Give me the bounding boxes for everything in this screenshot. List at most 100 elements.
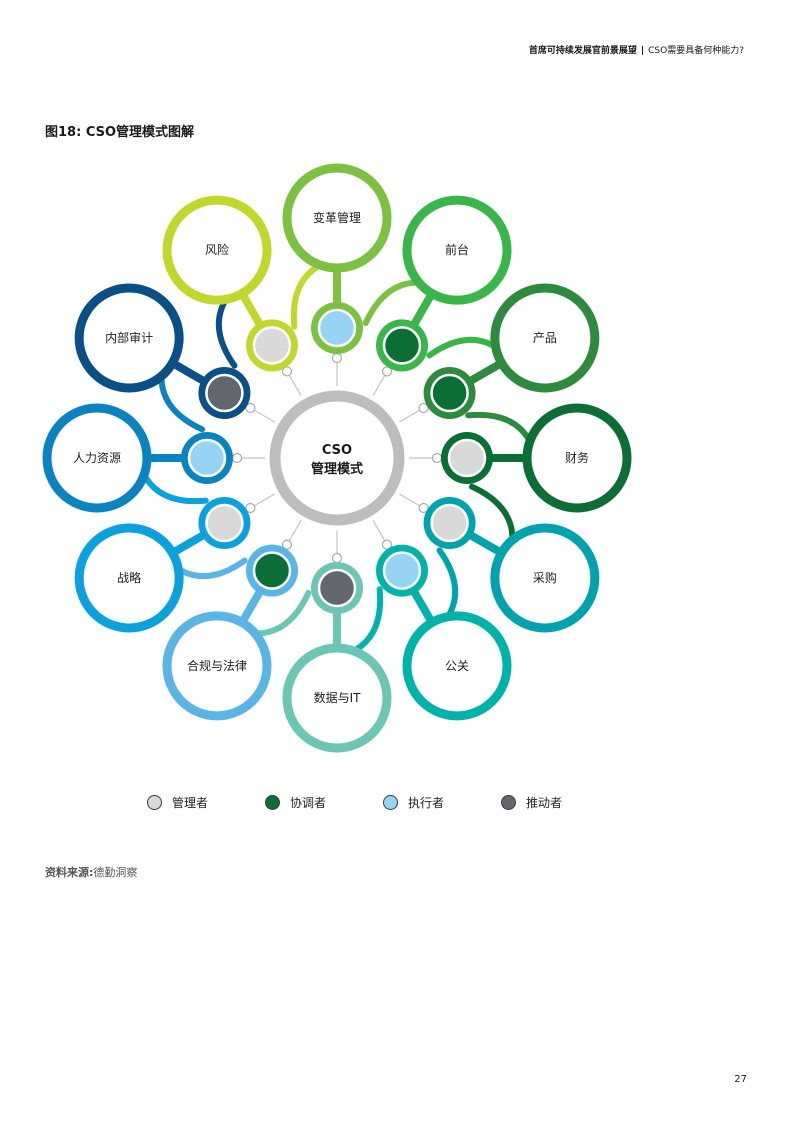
spoke-dot	[331, 552, 343, 564]
role-dot	[317, 568, 357, 608]
node-stem	[410, 588, 434, 622]
spoke-dot	[418, 402, 429, 414]
node-label: 公关	[445, 659, 469, 673]
node-arc	[362, 279, 419, 327]
legend-label: 协调者	[290, 796, 327, 810]
legend-swatch	[501, 795, 517, 810]
page-header: 首席可持续发展官前景展望|CSO需要具备何种能力?	[529, 43, 744, 56]
node-arc	[215, 299, 238, 369]
role-dot	[252, 326, 292, 365]
role-dot	[447, 438, 487, 478]
role-dot	[205, 373, 244, 413]
role-dot	[187, 438, 227, 478]
spoke-dot	[381, 539, 393, 550]
node-arc	[354, 586, 384, 652]
spoke-dot	[245, 402, 256, 414]
node-ring	[282, 643, 392, 753]
spoke-line	[288, 520, 302, 542]
node-stem	[173, 361, 207, 385]
role-dot	[382, 326, 422, 365]
legend-label: 推动者	[526, 796, 563, 810]
page-number: 27	[734, 1074, 747, 1085]
node-label: 合规与法律	[187, 658, 247, 673]
center-label-line1: CSO	[322, 443, 352, 458]
node-ring	[42, 403, 152, 513]
node-label: 财务	[565, 450, 589, 465]
spoke-dot	[245, 502, 256, 514]
node-stem	[240, 588, 264, 622]
spoke-line	[288, 374, 302, 396]
role-dot	[382, 551, 422, 590]
node-arc	[426, 336, 496, 359]
node-ring	[522, 403, 632, 513]
spoke-line	[372, 520, 386, 542]
node-label: 战略	[117, 570, 141, 585]
center-ring	[269, 390, 405, 526]
node-arc	[290, 264, 320, 330]
legend-label: 管理者	[172, 796, 209, 810]
legend-item-driver: 推动者	[501, 794, 562, 811]
node-stem	[467, 361, 501, 385]
node-label: 人力资源	[73, 451, 121, 465]
legend-item-coordinator: 协调者	[265, 794, 326, 811]
node-ring	[282, 163, 392, 273]
spoke-dot	[281, 366, 293, 377]
connector-group	[231, 352, 443, 564]
spoke-line	[399, 409, 421, 423]
node-stem	[410, 294, 434, 328]
node-label: 采购	[533, 570, 557, 585]
legend: 管理者 协调者 执行者 推动者	[147, 794, 562, 811]
legend-swatch	[147, 795, 162, 810]
node-label: 产品	[533, 331, 557, 345]
role-dot	[430, 503, 469, 543]
node-stem	[240, 294, 264, 328]
spoke-line	[253, 409, 275, 423]
node-ring	[162, 611, 272, 721]
node-ring	[402, 611, 512, 721]
role-dot	[205, 503, 244, 543]
legend-item-manager: 管理者	[147, 794, 208, 811]
node-ring	[490, 283, 600, 393]
role-dot	[317, 308, 357, 348]
legend-swatch	[383, 795, 399, 810]
spoke-line	[253, 493, 275, 507]
legend-swatch	[265, 795, 281, 810]
report-title: 首席可持续发展官前景展望	[528, 46, 637, 56]
spoke-line	[399, 493, 421, 507]
node-label: 内部审计	[105, 330, 153, 345]
node-label: 前台	[445, 242, 469, 257]
source-label: 资料来源:	[45, 866, 94, 879]
spoke-dot	[431, 452, 443, 464]
source-note: 资料来源:德勤洞察	[45, 864, 137, 880]
node-ring	[402, 195, 512, 305]
node-label: 数据与IT	[314, 690, 362, 705]
role-dot	[430, 373, 469, 413]
legend-label: 执行者	[408, 796, 445, 810]
spoke-line	[372, 374, 386, 396]
spoke-dot	[381, 366, 393, 377]
spoke-dot	[231, 452, 243, 464]
role-dot	[252, 551, 292, 590]
spoke-dot	[281, 539, 293, 550]
node-ring	[74, 283, 184, 393]
source-text: 德勤洞察	[93, 866, 138, 879]
node-arc	[158, 376, 206, 433]
node-arc	[468, 483, 516, 540]
node-arc	[465, 411, 531, 441]
node-ring	[162, 195, 272, 305]
spoke-dot	[418, 502, 429, 514]
node-arc	[143, 475, 209, 505]
node-stem	[173, 531, 207, 555]
center-label-line2: 管理模式	[311, 461, 363, 477]
arc-group	[143, 264, 531, 652]
node-arc	[178, 557, 248, 580]
node-arc	[255, 589, 312, 637]
legend-item-executor: 执行者	[383, 794, 444, 811]
node-label: 风险	[205, 242, 229, 257]
node-ring	[490, 523, 600, 633]
section-title: CSO需要具备何种能力?	[648, 46, 744, 56]
node-arc	[436, 547, 459, 617]
node-label: 变革管理	[313, 210, 361, 225]
header-separator: |	[640, 46, 645, 56]
